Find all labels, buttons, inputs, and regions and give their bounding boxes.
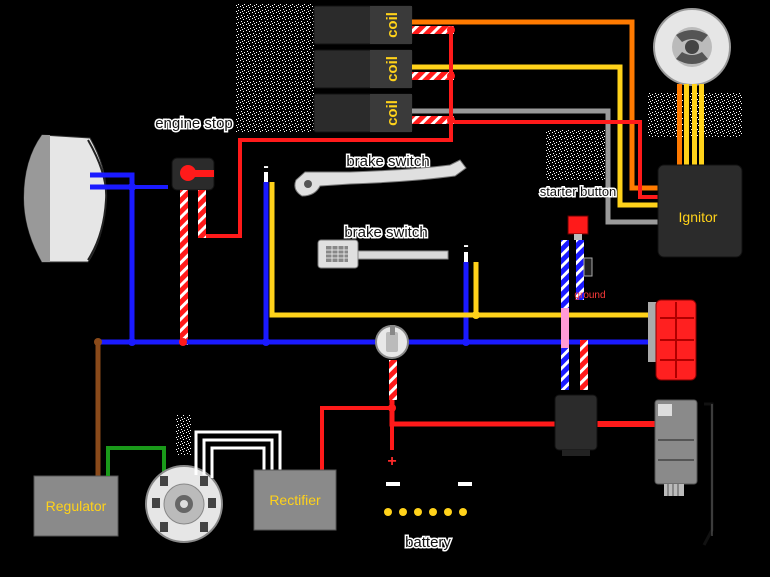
coil-3-label: coil [384,100,401,126]
wire-yellow [684,84,689,166]
wire-red-white [580,340,588,390]
ignition-coils: coil coil coil [313,5,413,133]
wire-blue-white [576,240,584,300]
starter-motor [654,399,698,496]
battery-label: battery [405,534,451,551]
wire-red-white [198,190,206,238]
pickup-rotor [653,8,731,86]
wire-red-coil [412,120,660,199]
wire-blue-headlight [90,172,135,342]
starter-button-label: starter button [540,184,617,199]
starter-relay [554,394,598,456]
wire-orange [412,19,660,191]
battery-plus-label: + [387,453,396,470]
rectifier-label: Rectifier [269,492,321,508]
wire-white [210,446,266,478]
svg-text:-: - [463,237,468,254]
wire-gray [412,108,660,225]
dither-area [236,4,314,132]
wire-yellow-brake [269,182,650,318]
rear-brake-switch-label: brake switch [344,224,427,241]
battery-plus-terminal [386,482,400,486]
wire-red-white [412,72,454,80]
stator [145,465,223,543]
engine-stop-label: engine stop [155,115,233,132]
tail-light [648,299,697,381]
wire-orange [677,84,682,166]
svg-text:-: - [263,158,268,175]
coil-1-label: coil [384,12,401,38]
wire-red-white [180,190,188,345]
ignitor: Ignitor [657,164,743,258]
wire-white [194,430,282,475]
engine-stop-switch[interactable] [171,157,215,191]
battery-minus-terminal [458,482,472,486]
headlight [23,134,108,263]
wire-pink [561,308,569,348]
wire-red-main [389,400,555,427]
wire-yellow [699,84,704,166]
dither-area [545,130,607,180]
wire-red-to-stop [205,120,453,238]
front-brake-switch-label: brake switch [346,153,429,170]
dither-area [176,415,192,455]
coil-2-label: coil [384,56,401,82]
battery: + battery [384,453,472,553]
wire-red-white [389,360,397,400]
ignition-switch[interactable] [375,325,409,359]
starter-button[interactable] [567,215,589,240]
wire-red-white [412,116,454,124]
regulator-label: Regulator [46,498,107,514]
rear-brake-switch [317,239,449,269]
wire-yellow [692,84,697,166]
regulator: Regulator [33,475,119,537]
wire-green [106,446,166,480]
rectifier: Rectifier [253,469,337,531]
wire-red-white [412,26,454,34]
wire-yellow [412,64,660,208]
wire-white [202,438,274,475]
front-brake-lever [294,159,467,197]
ignitor-label: Ignitor [679,209,718,225]
ground-label: ground [574,290,605,301]
wire-red-rectifier [320,406,392,470]
